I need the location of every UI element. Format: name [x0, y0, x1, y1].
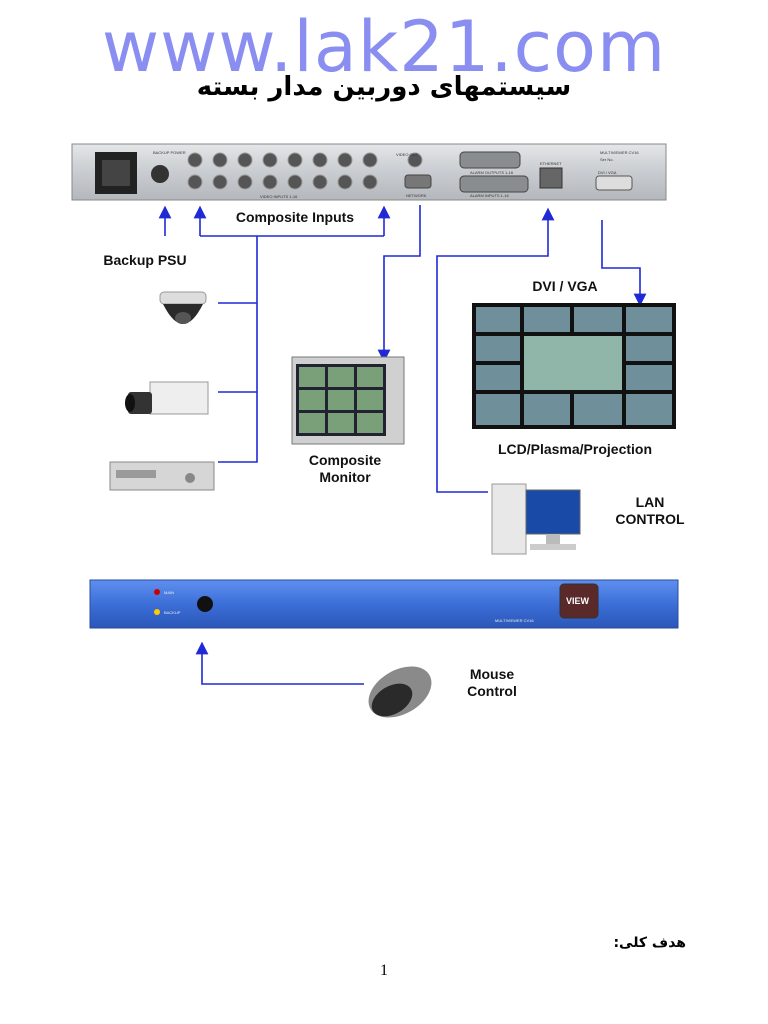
front-led2-label: BACKUP [164, 610, 181, 615]
dvr-icon [109, 461, 215, 491]
panel-serial-label: Ser No. [600, 157, 614, 162]
composite-monitor-label-2: Monitor [319, 469, 371, 485]
dvi-port [595, 175, 633, 191]
composite-monitor-icon [291, 356, 405, 445]
main-led [154, 589, 160, 595]
box-camera-icon [125, 381, 209, 415]
alarm-in-port [459, 175, 529, 193]
lan-label-2: CONTROL [615, 511, 685, 527]
dvi-vga-label: DVI / VGA [532, 278, 598, 294]
lcd-plasma-label: LCD/Plasma/Projection [497, 441, 653, 457]
alarm-port [459, 151, 521, 169]
watermark: www.lak21.com [101, 6, 667, 88]
monitor-arrow [377, 205, 421, 363]
panel-model-label: MULTIVIEWER CV16 [600, 150, 639, 155]
panel-backup-power-label: BACKUP POWER [153, 150, 186, 155]
backup-led [154, 609, 160, 615]
mouse-label-2: Control [467, 683, 517, 699]
logo-badge [559, 583, 599, 619]
panel-video-out-label: VIDEO OUT [396, 152, 419, 157]
lan-arrow [436, 207, 555, 493]
panel-video-inputs-label: VIDEO INPUTS 1-16 [260, 194, 298, 199]
computer-icon [491, 483, 581, 555]
page-number: 1 [380, 962, 388, 979]
video-wall-icon [472, 303, 676, 429]
backup-power-socket [151, 165, 169, 183]
panel-dvi-label: DVI / VGA [598, 170, 617, 175]
rear-panel [71, 143, 667, 201]
mouse-arrow [195, 641, 364, 685]
dome-camera-icon [159, 291, 207, 324]
ethernet-port [539, 167, 563, 189]
panel-network-label: NETWORK [406, 193, 427, 198]
front-logo-text: VIEW [566, 596, 590, 606]
panel-alarm-label: ALARM OUTPUTS 1-16 [470, 170, 514, 175]
page-title: سیستمهای دوربین مدار بسته [196, 72, 572, 102]
lan-label-1: LAN [635, 494, 665, 510]
front-panel [89, 579, 679, 629]
mouse-label-1: Mouse [469, 666, 515, 682]
composite-inputs-label: Composite Inputs [235, 209, 355, 225]
mouse-icon[interactable] [360, 656, 441, 728]
panel-ethernet-label: ETHERNET [540, 161, 562, 166]
vga-port [404, 174, 432, 189]
dvi-arrow [601, 220, 647, 307]
goal-heading: هدف کلی: [613, 935, 686, 951]
mouse-port [197, 596, 213, 612]
connection-lines [158, 205, 647, 685]
front-model-label: MULTIVIEWER CV16 [495, 618, 534, 623]
composite-monitor-label-1: Composite [308, 452, 382, 468]
front-led1-label: MAIN [164, 590, 174, 595]
panel-alarm-in-label: ALARM INPUTS 1-16 [470, 193, 509, 198]
backup-psu-label: Backup PSU [103, 252, 187, 268]
